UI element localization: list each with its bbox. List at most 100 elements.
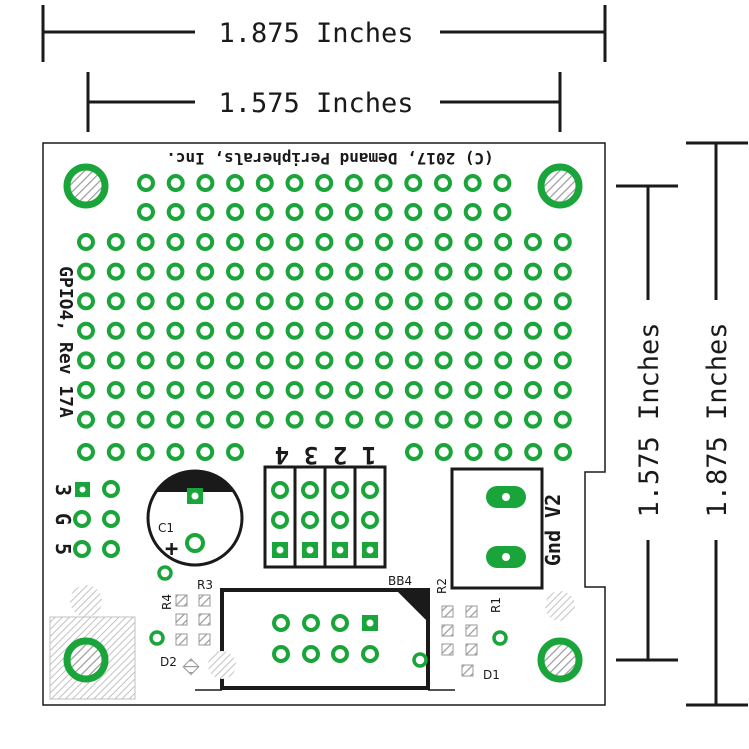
grid-pad (524, 292, 542, 311)
grid-pad (434, 410, 453, 429)
header-pad (361, 481, 379, 499)
grid-pad (136, 321, 155, 340)
d2-label: D2 (160, 655, 177, 669)
mounting-hole-bottom-right (537, 637, 583, 683)
grid-pad (524, 321, 542, 340)
grid-pad (136, 292, 155, 311)
grid-pad (196, 203, 215, 221)
header-pad (331, 481, 349, 499)
header-pad (301, 481, 319, 499)
grid-pad (404, 203, 423, 221)
grid-pad (375, 321, 393, 340)
header-square-pad-hole (336, 546, 344, 554)
grid-pad (106, 262, 125, 281)
grid-pad (344, 174, 363, 192)
grid-pad (136, 233, 155, 251)
grid-pad (524, 262, 542, 281)
inner-height-label: 1.575 Inches (634, 322, 665, 517)
grid-pad (464, 410, 483, 429)
grid-pad (196, 233, 215, 251)
smd-components: R3 R4 D2 R2 R1 D1 (149, 578, 508, 682)
grid-pad (77, 262, 95, 281)
grid-pad (345, 262, 364, 281)
grid-pad (345, 381, 364, 399)
d1-label: D1 (483, 668, 500, 682)
grid-pad (226, 321, 244, 340)
grid-pad (434, 233, 453, 251)
left-connector (73, 480, 120, 558)
grid-pad (315, 410, 334, 429)
grid-pad (345, 233, 364, 251)
bb4-label: BB4 (388, 574, 412, 588)
gnd-v2-label: Gnd V2 (541, 494, 565, 566)
keepout-areas (49, 585, 575, 700)
grid-pad (464, 321, 483, 340)
grid-pad (434, 321, 453, 340)
r2-label: R2 (435, 578, 449, 594)
header-square-pad-hole (366, 546, 374, 554)
grid-pad (166, 262, 185, 281)
grid-pad (77, 443, 95, 461)
grid-pad (77, 351, 95, 370)
outer-width-label: 1.875 Inches (218, 18, 413, 49)
grid-pad (285, 233, 304, 251)
grid-pad (106, 233, 125, 251)
grid-pad (553, 381, 572, 399)
grid-pad (493, 174, 512, 192)
grid-pad (77, 410, 95, 429)
grid-pad (255, 233, 274, 251)
header-4x3 (263, 465, 387, 569)
grid-pad (285, 203, 304, 221)
grid-pad (315, 262, 334, 281)
grid-pad (375, 262, 393, 281)
regulator-v2 (450, 467, 544, 590)
grid-pad (375, 292, 393, 311)
grid-pad (494, 233, 513, 251)
grid-pad (137, 203, 155, 221)
grid-pad (315, 292, 334, 311)
grid-pad (553, 292, 572, 311)
grid-pad (494, 381, 513, 399)
grid-pad (494, 262, 513, 281)
header-pad (331, 511, 349, 529)
grid-pad (255, 292, 274, 311)
grid-pad (464, 351, 483, 370)
grid-pad (375, 410, 393, 429)
grid-pad (404, 233, 423, 251)
grid-pad (285, 174, 304, 192)
grid-pad (137, 174, 155, 192)
grid-pad (136, 443, 155, 461)
grid-pad (464, 381, 483, 399)
grid-pad (554, 443, 572, 461)
grid-pad (375, 233, 393, 251)
header-num-1: 1 (362, 441, 376, 469)
capacitor-c1: C1 + (146, 469, 244, 567)
grid-pad (106, 381, 125, 399)
copyright-text: (C) 2017, Demand Peripherals, Inc. (166, 149, 494, 168)
grid-pad (524, 443, 543, 461)
grid-pad (404, 351, 423, 370)
grid-pad (494, 351, 513, 370)
grid-pad (434, 203, 452, 221)
grid-pad (196, 351, 215, 370)
grid-pad (553, 351, 572, 370)
connector-bb4: BB4 (220, 574, 430, 690)
grid-pad (226, 233, 244, 251)
header-pad (271, 481, 289, 499)
grid-pad (405, 443, 423, 461)
grid-pad (404, 292, 423, 311)
pin-g-label: G (51, 513, 75, 525)
grid-pad (375, 351, 393, 370)
grid-pad (524, 233, 542, 251)
grid-pad (106, 351, 125, 370)
grid-pad (553, 321, 572, 340)
grid-pad (77, 381, 95, 399)
grid-pad (493, 203, 512, 221)
grid-pad (285, 321, 304, 340)
grid-pad (494, 292, 513, 311)
grid-pad (106, 292, 125, 311)
grid-pad (345, 351, 364, 370)
grid-pad (226, 410, 244, 429)
header-square-pad-hole (306, 546, 314, 554)
c1-plus-label: + (165, 537, 178, 562)
